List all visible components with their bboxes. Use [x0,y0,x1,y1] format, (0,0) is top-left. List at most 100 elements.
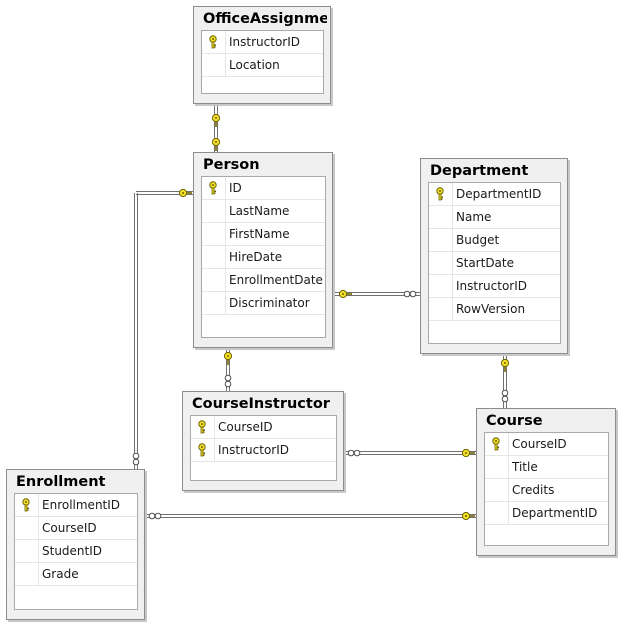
key-icon [492,437,500,451]
column-row[interactable]: HireDate [202,246,325,269]
row-header [202,54,226,76]
column-name: Budget [456,233,500,247]
key-icon [209,35,217,49]
row-header [485,479,509,501]
column-name: HireDate [229,250,283,264]
column-name: CourseID [512,437,567,451]
connector-person-enrollment-b[interactable] [134,193,138,469]
row-header [15,540,39,562]
column-row[interactable]: StudentID [15,540,137,563]
row-header [429,206,453,228]
table-title: OfficeAssignment [203,11,327,27]
column-name: RowVersion [456,302,526,316]
one-end-key-icon [223,351,233,365]
column-row[interactable]: InstructorID [202,31,323,54]
column-row[interactable]: LastName [202,200,325,223]
one-end-key-icon [461,448,475,458]
column-name: CourseID [218,420,273,434]
column-row[interactable]: CourseID [15,517,137,540]
column-name: DepartmentID [512,506,598,520]
table-title: CourseInstructor [192,396,330,412]
many-end-infinity-icon [347,449,361,457]
row-header [485,433,509,455]
column-row[interactable]: Name [429,206,560,229]
column-row[interactable]: InstructorID [191,439,336,462]
column-row[interactable]: StartDate [429,252,560,275]
row-header [202,246,226,268]
key-icon [209,181,217,195]
column-row[interactable]: ID [202,177,325,200]
key-icon [198,420,206,434]
column-name: InstructorID [456,279,527,293]
one-end-key-icon [211,113,221,127]
column-name: Discriminator [229,296,310,310]
table-course-instructor[interactable]: CourseInstructor CourseID InstructorID [182,391,344,491]
column-row[interactable]: Discriminator [202,292,325,315]
column-name: Name [456,210,492,224]
many-end-infinity-icon [403,290,417,298]
row-header [429,275,453,297]
table-office-assignment[interactable]: OfficeAssignment InstructorID Location [193,6,331,104]
column-row[interactable]: EnrollmentID [15,494,137,517]
column-row[interactable]: CourseID [485,433,608,456]
column-row[interactable]: FirstName [202,223,325,246]
column-name: StudentID [42,544,103,558]
column-name: LastName [229,204,290,218]
one-end-key-icon [178,188,192,198]
row-header [202,200,226,222]
connector-courseinstructor-course[interactable] [344,451,476,455]
many-end-infinity-icon [224,374,232,388]
connector-enrollment-course[interactable] [145,514,476,518]
many-end-infinity-icon [501,389,509,403]
column-row[interactable]: Credits [485,479,608,502]
table-title: Enrollment [16,474,106,490]
column-row[interactable]: EnrollmentDate [202,269,325,292]
row-header [15,563,39,585]
row-header [202,292,226,314]
row-header [191,416,215,438]
one-end-key-icon [500,358,510,372]
key-icon [198,443,206,457]
column-name: DepartmentID [456,187,542,201]
table-title: Course [486,413,543,429]
column-name: Credits [512,483,555,497]
one-end-key-icon [461,511,475,521]
column-name: ID [229,181,242,195]
column-name: Grade [42,567,79,581]
row-header [429,298,453,320]
column-row[interactable]: Title [485,456,608,479]
row-header [429,183,453,205]
column-grid: InstructorID Location [201,30,324,94]
table-enrollment[interactable]: Enrollment EnrollmentID CourseID StudentID… [6,469,145,620]
row-header [191,439,215,461]
column-row[interactable]: RowVersion [429,298,560,321]
row-header [429,252,453,274]
column-row[interactable]: DepartmentID [429,183,560,206]
one-end-key-icon [211,137,221,151]
column-name: InstructorID [229,35,300,49]
row-header [202,269,226,291]
column-row[interactable]: InstructorID [429,275,560,298]
column-row[interactable]: Location [202,54,323,77]
column-name: Title [512,460,538,474]
column-row[interactable]: CourseID [191,416,336,439]
key-icon [436,187,444,201]
many-end-infinity-icon [148,512,162,520]
row-header [15,517,39,539]
column-row[interactable]: Budget [429,229,560,252]
one-end-key-icon [338,289,352,299]
column-name: CourseID [42,521,97,535]
column-row[interactable]: DepartmentID [485,502,608,525]
column-name: EnrollmentID [42,498,121,512]
row-header [202,177,226,199]
row-header [15,494,39,516]
column-row[interactable]: Grade [15,563,137,586]
column-grid: CourseID InstructorID [190,415,337,481]
column-name: StartDate [456,256,514,270]
